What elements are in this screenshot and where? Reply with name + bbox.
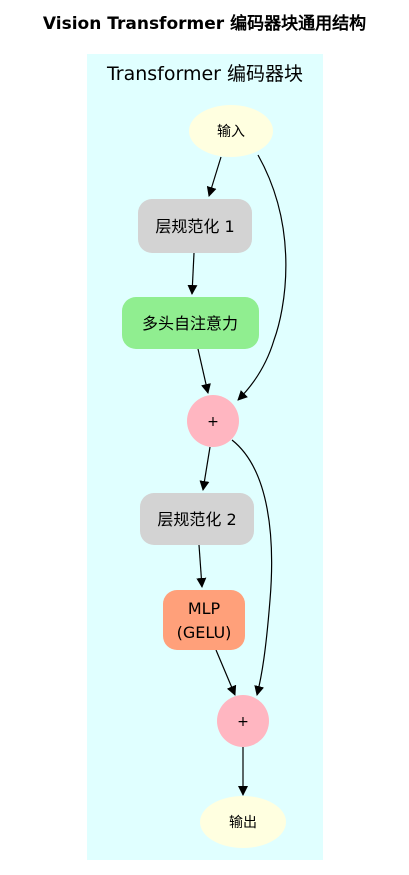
node-multihead-self-attention: 多头自注意力 xyxy=(122,297,259,349)
cluster-label: Transformer 编码器块 xyxy=(106,63,303,85)
layernorm-2-shape xyxy=(140,493,254,545)
node-output: 输出 xyxy=(200,796,286,848)
node-input: 输入 xyxy=(189,105,273,157)
layernorm-1-label: 层规范化 1 xyxy=(155,217,234,236)
edge-mhsa-add1 xyxy=(197,348,211,394)
edges xyxy=(187,154,287,796)
edge-mlp-add2 xyxy=(215,649,237,696)
output-node-shape xyxy=(200,796,286,848)
edge-input-add1-skip xyxy=(237,154,287,401)
mlp-label-line1: MLP xyxy=(188,599,221,618)
input-label: 输入 xyxy=(217,124,245,140)
layernorm-2-label: 层规范化 2 xyxy=(157,510,236,529)
add-2-label: + xyxy=(237,714,249,730)
add-1-shape xyxy=(187,395,239,447)
mlp-label-line2: (GELU) xyxy=(177,623,232,642)
edge-add1-ln2 xyxy=(199,446,211,491)
layernorm-1-shape xyxy=(138,199,252,253)
node-mlp: MLP (GELU) xyxy=(163,590,245,650)
add-1-label: + xyxy=(207,414,219,430)
node-add-2: + xyxy=(217,695,269,747)
mhsa-shape xyxy=(122,297,259,349)
mhsa-label: 多头自注意力 xyxy=(142,314,238,333)
mlp-shape xyxy=(163,590,245,650)
node-layernorm-2: 层规范化 2 xyxy=(140,493,254,545)
edge-ln1-mhsa xyxy=(187,252,198,295)
node-layernorm-1: 层规范化 1 xyxy=(138,199,252,253)
input-node-shape xyxy=(189,105,273,157)
edge-input-ln1 xyxy=(206,156,222,197)
edge-add1-add2-skip xyxy=(231,439,273,696)
edge-ln2-mlp xyxy=(196,544,207,588)
add-2-shape xyxy=(217,695,269,747)
page-title: Vision Transformer 编码器块通用结构 xyxy=(42,14,367,34)
output-label: 输出 xyxy=(229,815,257,831)
encoder-block-cluster xyxy=(87,54,323,860)
node-add-1: + xyxy=(187,395,239,447)
